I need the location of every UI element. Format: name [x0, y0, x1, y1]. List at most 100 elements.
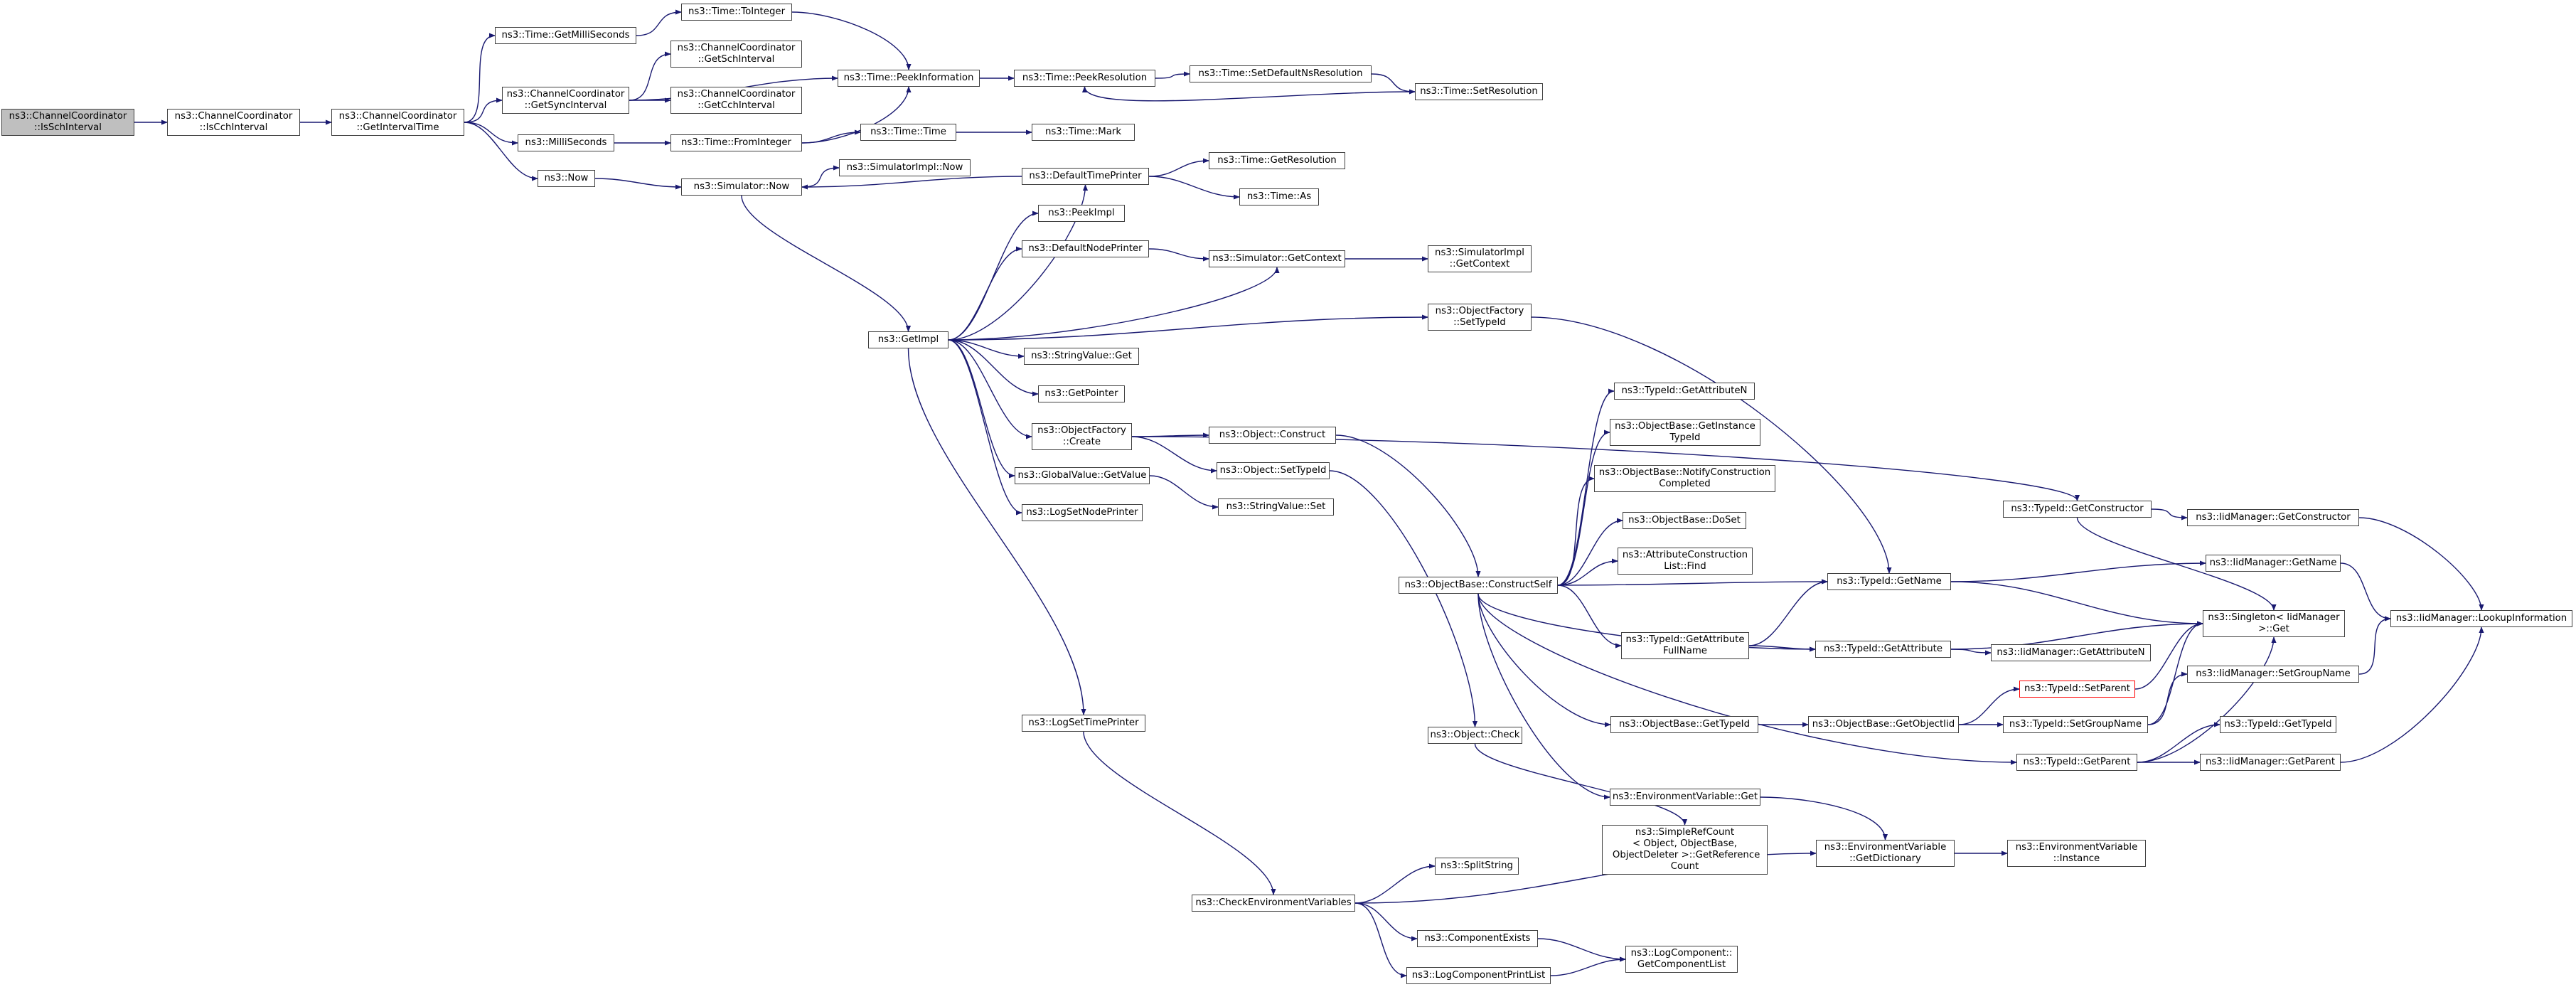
node-typeid-setgroupname[interactable]: ns3::TypeId::SetGroupName	[2003, 716, 2148, 733]
edge-n43-n44	[1748, 645, 1816, 652]
node-iidmanager-getname[interactable]: ns3::IidManager::GetName	[2206, 555, 2341, 572]
node-objectbase-gettypeid[interactable]: ns3::ObjectBase::GetTypeId	[1610, 716, 1758, 733]
node-objectbase-constructself[interactable]: ns3::ObjectBase::ConstructSelf	[1399, 577, 1558, 594]
edge-n34-n60	[1329, 470, 1478, 727]
node-typeid-getattribute[interactable]: ns3::TypeId::GetAttribute	[1815, 641, 1951, 658]
node-time-as[interactable]: ns3::Time::As	[1239, 188, 1319, 206]
node-logcomponent-getcomponentlist[interactable]: ns3::LogComponent:: GetComponentList	[1625, 946, 1738, 973]
edge-n60-n62	[1474, 743, 1688, 826]
node-object-settypeid[interactable]: ns3::Object::SetTypeId	[1217, 462, 1330, 479]
node-objectbase-notifyconstructioncompleted[interactable]: ns3::ObjectBase::NotifyConstruction Comp…	[1594, 465, 1775, 492]
node-typeid-getparent[interactable]: ns3::TypeId::GetParent	[2016, 754, 2137, 771]
edge-n42-n47	[1950, 560, 2206, 582]
edge-n45-n46	[2151, 508, 2188, 521]
node-environmentvariable-getdictionary[interactable]: ns3::EnvironmentVariable ::GetDictionary	[1816, 840, 1955, 867]
node-time-time[interactable]: ns3::Time::Time	[860, 124, 956, 141]
node-objectbase-getinstancetypeid[interactable]: ns3::ObjectBase::GetInstance TypeId	[1610, 419, 1760, 446]
node-logcomponentprintlist[interactable]: ns3::LogComponentPrintList	[1406, 967, 1551, 984]
edge-n54-n51	[1958, 686, 2020, 725]
node-logsetnodeprinter[interactable]: ns3::LogSetNodePrinter	[1022, 504, 1143, 521]
node-time-peekresolution[interactable]: ns3::Time::PeekResolution	[1014, 70, 1155, 87]
node-time-peekinformation[interactable]: ns3::Time::PeekInformation	[838, 70, 980, 87]
edge-n41-n43	[1557, 585, 1622, 649]
node-channelcoordinator-getcchinterval[interactable]: ns3::ChannelCoordinator ::GetCchInterval	[670, 87, 802, 114]
node-defaulttimeprinter[interactable]: ns3::DefaultTimePrinter	[1022, 168, 1149, 185]
node-typeid-getattributefullname[interactable]: ns3::TypeId::GetAttribute FullName	[1621, 632, 1749, 659]
edge-n66-n68	[1354, 902, 1407, 978]
node-objectfactory-settypeid[interactable]: ns3::ObjectFactory ::SetTypeId	[1428, 304, 1532, 331]
edge-n13-n14	[1155, 71, 1190, 79]
node-object-check[interactable]: ns3::Object::Check	[1428, 727, 1522, 744]
node-singleton-iidmanager-get[interactable]: ns3::Singleton< IidManager >::Get	[2203, 610, 2345, 637]
node-channelcoordinator-getintervaltime[interactable]: ns3::ChannelCoordinator ::GetIntervalTim…	[331, 109, 464, 136]
node-time-getresolution[interactable]: ns3::Time::GetResolution	[1209, 152, 1345, 169]
node-time-mark[interactable]: ns3::Time::Mark	[1032, 124, 1135, 141]
node-time-setdefaultnsresolution[interactable]: ns3::Time::SetDefaultNsResolution	[1190, 65, 1372, 82]
node-iidmanager-setgroupname[interactable]: ns3::IidManager::SetGroupName	[2187, 666, 2359, 683]
node-objectbase-doset[interactable]: ns3::ObjectBase::DoSet	[1623, 512, 1746, 529]
node-logsettimeprinter[interactable]: ns3::LogSetTimePrinter	[1022, 715, 1145, 732]
node-checkenvironmentvariables[interactable]: ns3::CheckEnvironmentVariables	[1192, 895, 1355, 912]
node-simplerefcount-getreferencecount[interactable]: ns3::SimpleRefCount < Object, ObjectBase…	[1602, 825, 1768, 875]
edge-n41-n36	[1557, 388, 1615, 586]
node-channelcoordinator-iscchinterval[interactable]: ns3::ChannelCoordinator ::IsCchInterval	[167, 109, 300, 136]
node-simulatorimpl-getcontext[interactable]: ns3::SimulatorImpl ::GetContext	[1428, 245, 1532, 272]
node-channelcoordinator-isschinterval: ns3::ChannelCoordinator ::IsSchInterval	[1, 109, 134, 136]
node-time-frominteger[interactable]: ns3::Time::FromInteger	[670, 134, 802, 151]
node-stringvalue-set[interactable]: ns3::StringValue::Set	[1218, 498, 1334, 516]
edge-n51-n48	[2134, 621, 2203, 690]
node-simulatorimpl-now[interactable]: ns3::SimulatorImpl::Now	[839, 159, 971, 176]
node-objectbase-getobjectiid[interactable]: ns3::ObjectBase::GetObjectIid	[1808, 716, 1959, 733]
edge-n67-n69	[1537, 938, 1626, 962]
edge-n33-n41	[1335, 434, 1481, 577]
node-splitstring[interactable]: ns3::SplitString	[1435, 858, 1519, 875]
edge-n41-n38	[1557, 476, 1595, 586]
node-object-construct[interactable]: ns3::Object::Construct	[1209, 427, 1336, 444]
node-objectfactory-create[interactable]: ns3::ObjectFactory ::Create	[1032, 423, 1132, 450]
node-iidmanager-getattributen[interactable]: ns3::IidManager::GetAttributeN	[1991, 644, 2151, 661]
node-environmentvariable-get[interactable]: ns3::EnvironmentVariable::Get	[1610, 789, 1760, 806]
node-iidmanager-getparent[interactable]: ns3::IidManager::GetParent	[2200, 754, 2341, 771]
edge-n66-n65	[1354, 863, 1436, 904]
node-componentexists[interactable]: ns3::ComponentExists	[1417, 930, 1538, 947]
edge-n57-n48	[2137, 636, 2277, 763]
node-attributeconstructionlist-find[interactable]: ns3::AttributeConstruction List::Find	[1618, 548, 1753, 575]
node-now[interactable]: ns3::Now	[538, 170, 595, 187]
edge-n26-n29	[948, 339, 1039, 397]
node-typeid-getconstructor[interactable]: ns3::TypeId::GetConstructor	[2003, 501, 2152, 518]
edge-n11-n18	[801, 165, 840, 188]
node-iidmanager-getconstructor[interactable]: ns3::IidManager::GetConstructor	[2187, 509, 2359, 526]
node-globalvalue-getvalue[interactable]: ns3::GlobalValue::GetValue	[1015, 467, 1150, 484]
node-typeid-setparent[interactable]: ns3::TypeId::SetParent	[2019, 681, 2135, 698]
node-typeid-getattributen[interactable]: ns3::TypeId::GetAttributeN	[1614, 383, 1755, 400]
node-peekimpl[interactable]: ns3::PeekImpl	[1038, 205, 1125, 222]
edge-n31-n35	[1149, 475, 1219, 510]
edge-n19-n21	[1148, 176, 1240, 200]
node-typeid-getname[interactable]: ns3::TypeId::GetName	[1827, 573, 1951, 590]
edge-n2-n6	[464, 122, 538, 181]
edge-n26-n24	[948, 267, 1280, 341]
node-milliseconds[interactable]: ns3::MilliSeconds	[518, 134, 614, 151]
edge-n61-n63	[1760, 796, 1888, 841]
edge-n2-n3	[464, 33, 496, 123]
node-defaultnodeprinter[interactable]: ns3::DefaultNodePrinter	[1022, 240, 1149, 257]
node-simulator-now[interactable]: ns3::Simulator::Now	[681, 178, 802, 196]
node-simulator-getcontext[interactable]: ns3::Simulator::GetContext	[1209, 250, 1345, 267]
node-getimpl[interactable]: ns3::GetImpl	[868, 331, 948, 348]
node-time-setresolution[interactable]: ns3::Time::SetResolution	[1415, 83, 1543, 100]
node-stringvalue-get[interactable]: ns3::StringValue::Get	[1024, 348, 1139, 365]
node-typeid-gettypeid[interactable]: ns3::TypeId::GetTypeId	[2220, 716, 2336, 733]
node-channelcoordinator-getsyncinterval[interactable]: ns3::ChannelCoordinator ::GetSyncInterva…	[502, 87, 629, 114]
node-channelcoordinator-getschinterval[interactable]: ns3::ChannelCoordinator ::GetSchInterval	[670, 41, 802, 68]
node-iidmanager-lookupinformation[interactable]: ns3::IidManager::LookupInformation	[2390, 610, 2572, 627]
node-time-tointeger[interactable]: ns3::Time::ToInteger	[681, 4, 792, 21]
edge-n26-n23	[948, 246, 1022, 341]
edge-n55-n52	[2147, 671, 2188, 725]
node-environmentvariable-instance[interactable]: ns3::EnvironmentVariable ::Instance	[2007, 840, 2146, 867]
edge-n4-n8	[629, 51, 671, 101]
edge-n41-n53	[1477, 593, 1611, 727]
node-time-getmilliseconds[interactable]: ns3::Time::GetMilliSeconds	[495, 27, 636, 44]
edge-n41-n37	[1557, 430, 1610, 586]
node-getpointer[interactable]: ns3::GetPointer	[1038, 385, 1125, 402]
